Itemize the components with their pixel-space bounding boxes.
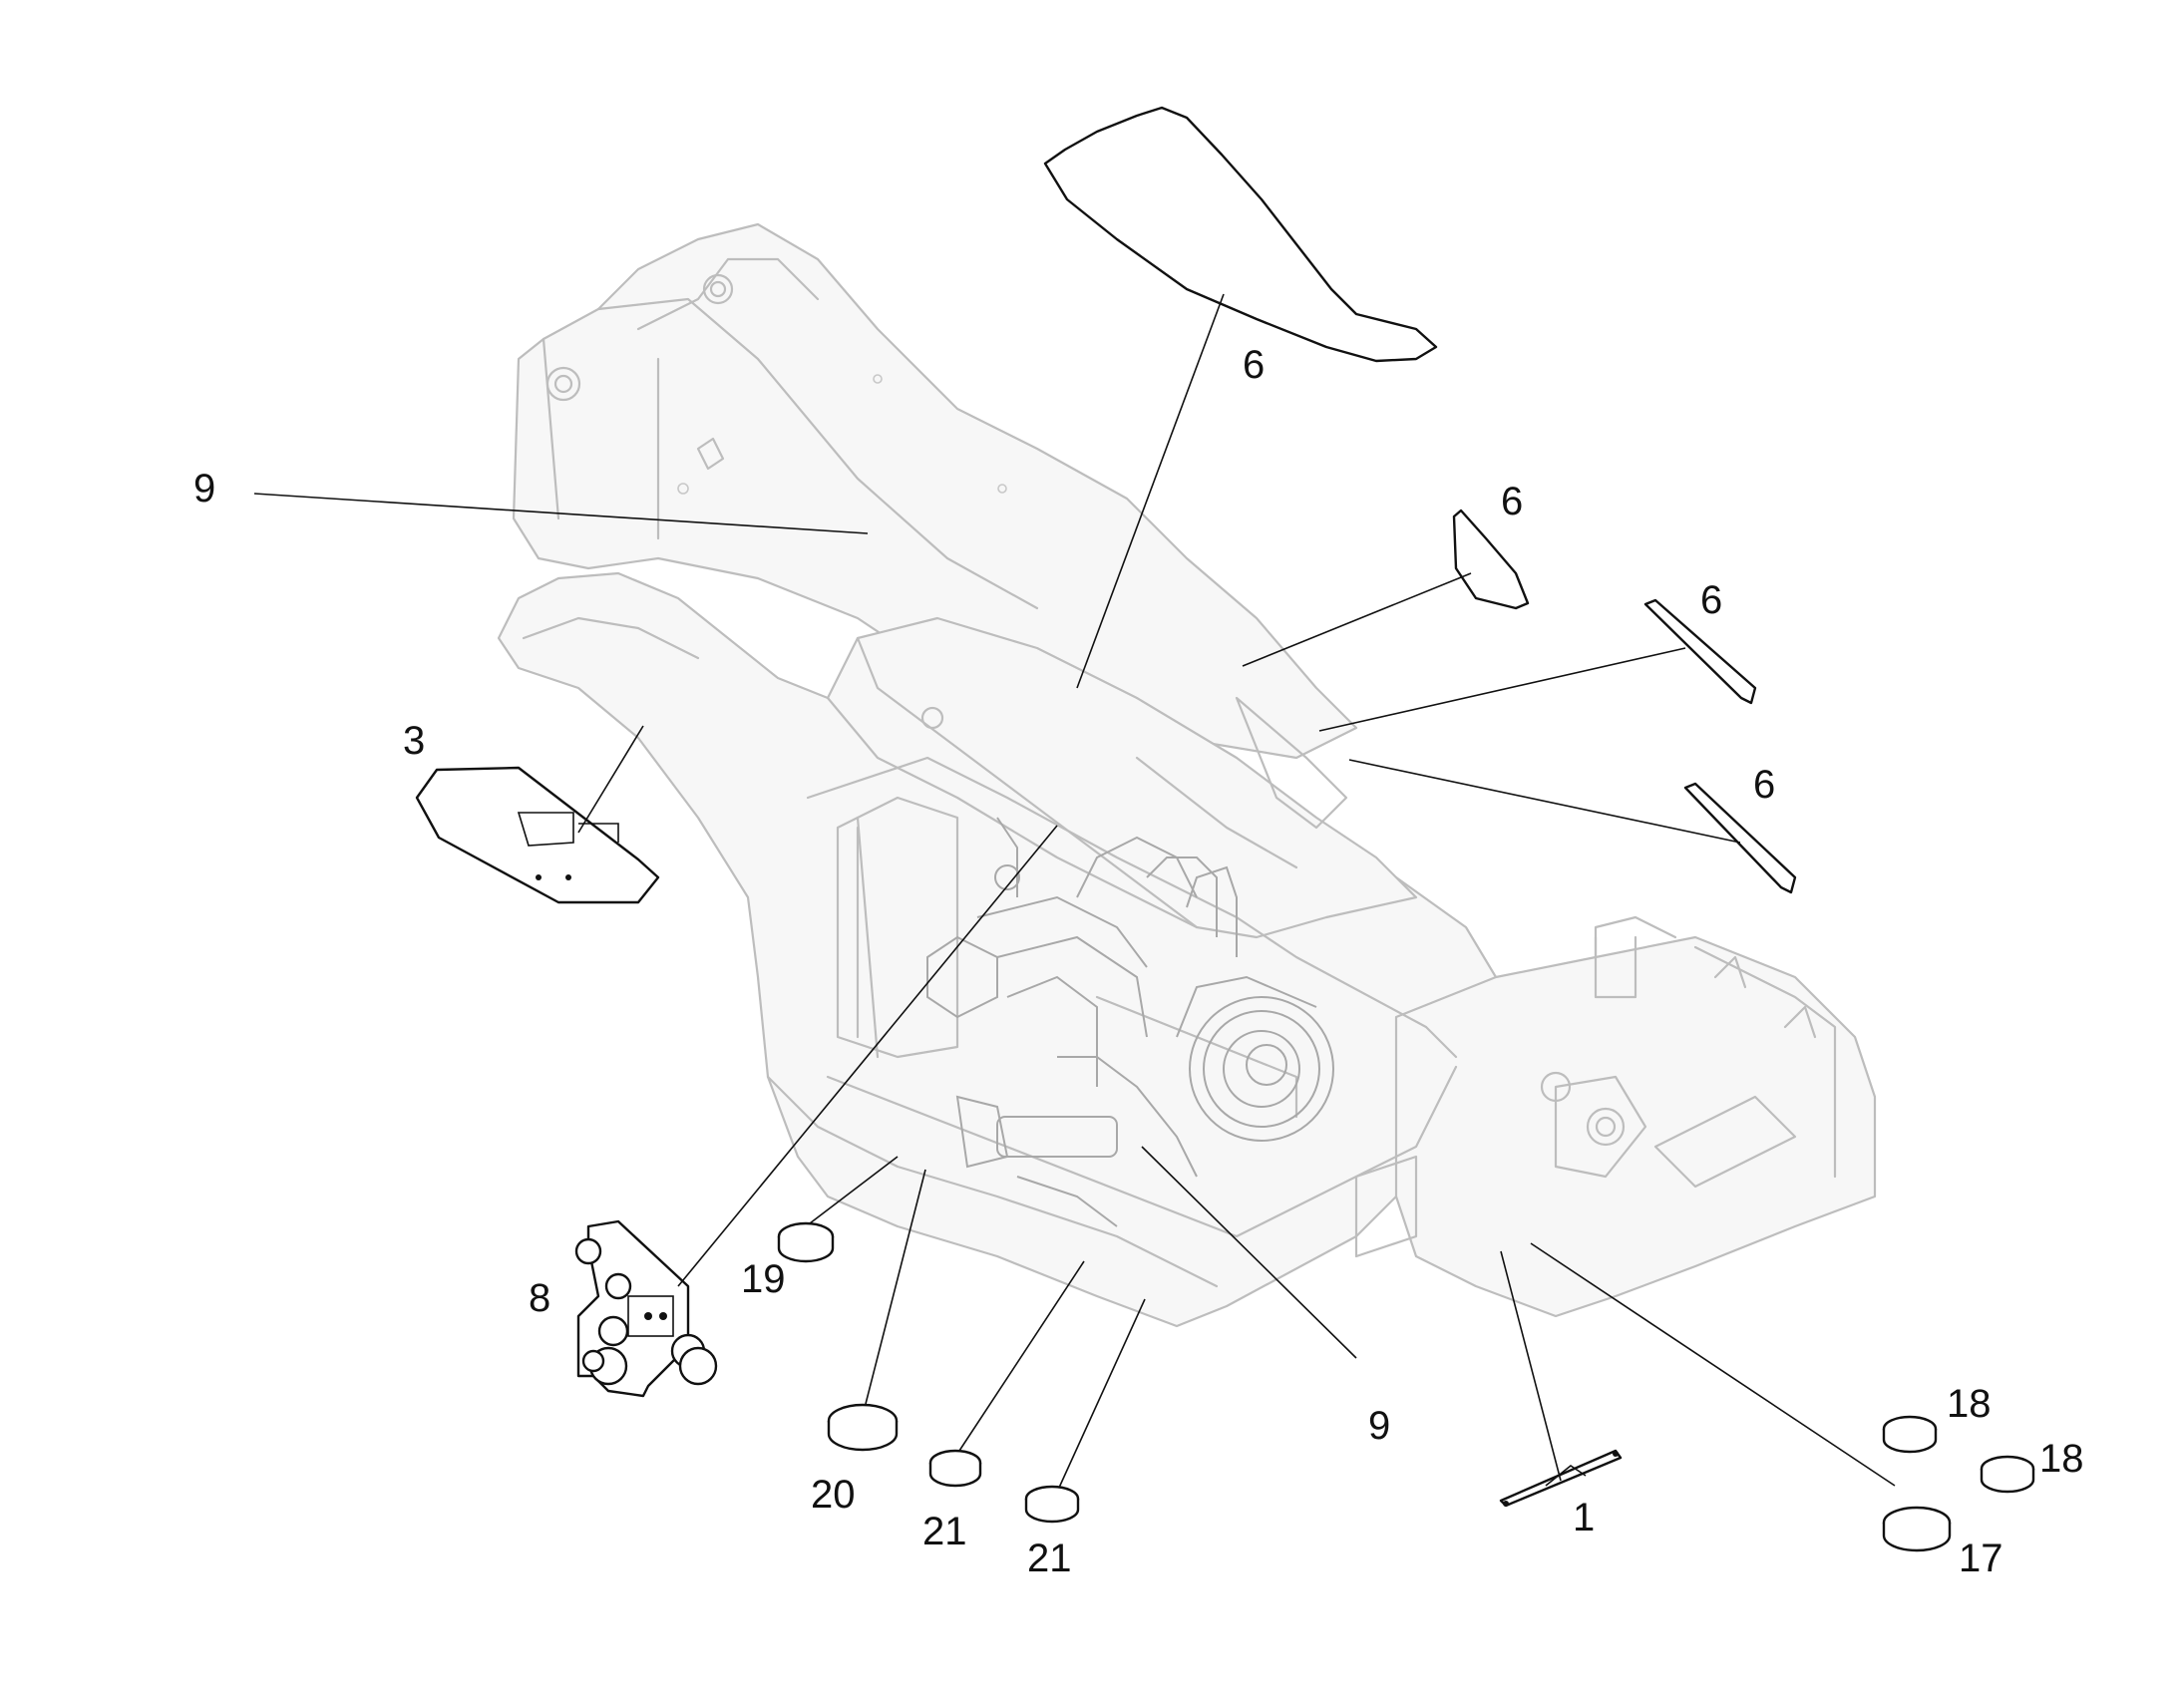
callout-20: 20 (811, 1473, 856, 1517)
machine-chassis-ghost (497, 222, 1877, 1328)
plug-21-left (928, 1449, 982, 1488)
part-6-small-window (1452, 509, 1530, 610)
plug-21-right (1024, 1485, 1080, 1524)
callout-1: 1 (1573, 1496, 1595, 1539)
callout-9-upper: 9 (193, 467, 215, 511)
callout-18-upper: 18 (1947, 1382, 1992, 1426)
part-8-valve-block (574, 1219, 718, 1398)
plug-19 (777, 1221, 835, 1263)
part-6-strip-upper (1643, 598, 1757, 705)
callout-6-window: 6 (1501, 480, 1523, 523)
part-3-cover-plate (415, 766, 660, 904)
callout-3: 3 (403, 719, 425, 763)
callout-8: 8 (529, 1276, 550, 1320)
part-6-hood-panel (1043, 106, 1438, 363)
part-6-strip-lower (1683, 782, 1797, 894)
callout-9-lower: 9 (1368, 1404, 1390, 1448)
callout-18-right: 18 (2039, 1437, 2084, 1481)
plug-20 (827, 1403, 899, 1452)
callout-6-strip-lower: 6 (1753, 763, 1775, 807)
engine-assembly (926, 817, 1334, 1227)
plug-18-upper (1882, 1415, 1938, 1454)
callout-17: 17 (1959, 1537, 2003, 1580)
plug-17 (1882, 1506, 1952, 1552)
callout-6-hood: 6 (1243, 343, 1265, 387)
leader-lines (253, 293, 1896, 1489)
callout-19: 19 (741, 1257, 786, 1301)
callout-21-right: 21 (1027, 1537, 1072, 1580)
callout-labels: 6 6 6 6 9 3 8 19 20 21 21 9 1 18 18 17 (193, 343, 2084, 1580)
callout-6-strip-upper: 6 (1700, 578, 1722, 622)
callout-21-left: 21 (922, 1510, 967, 1553)
plug-18-right (1980, 1455, 2035, 1494)
